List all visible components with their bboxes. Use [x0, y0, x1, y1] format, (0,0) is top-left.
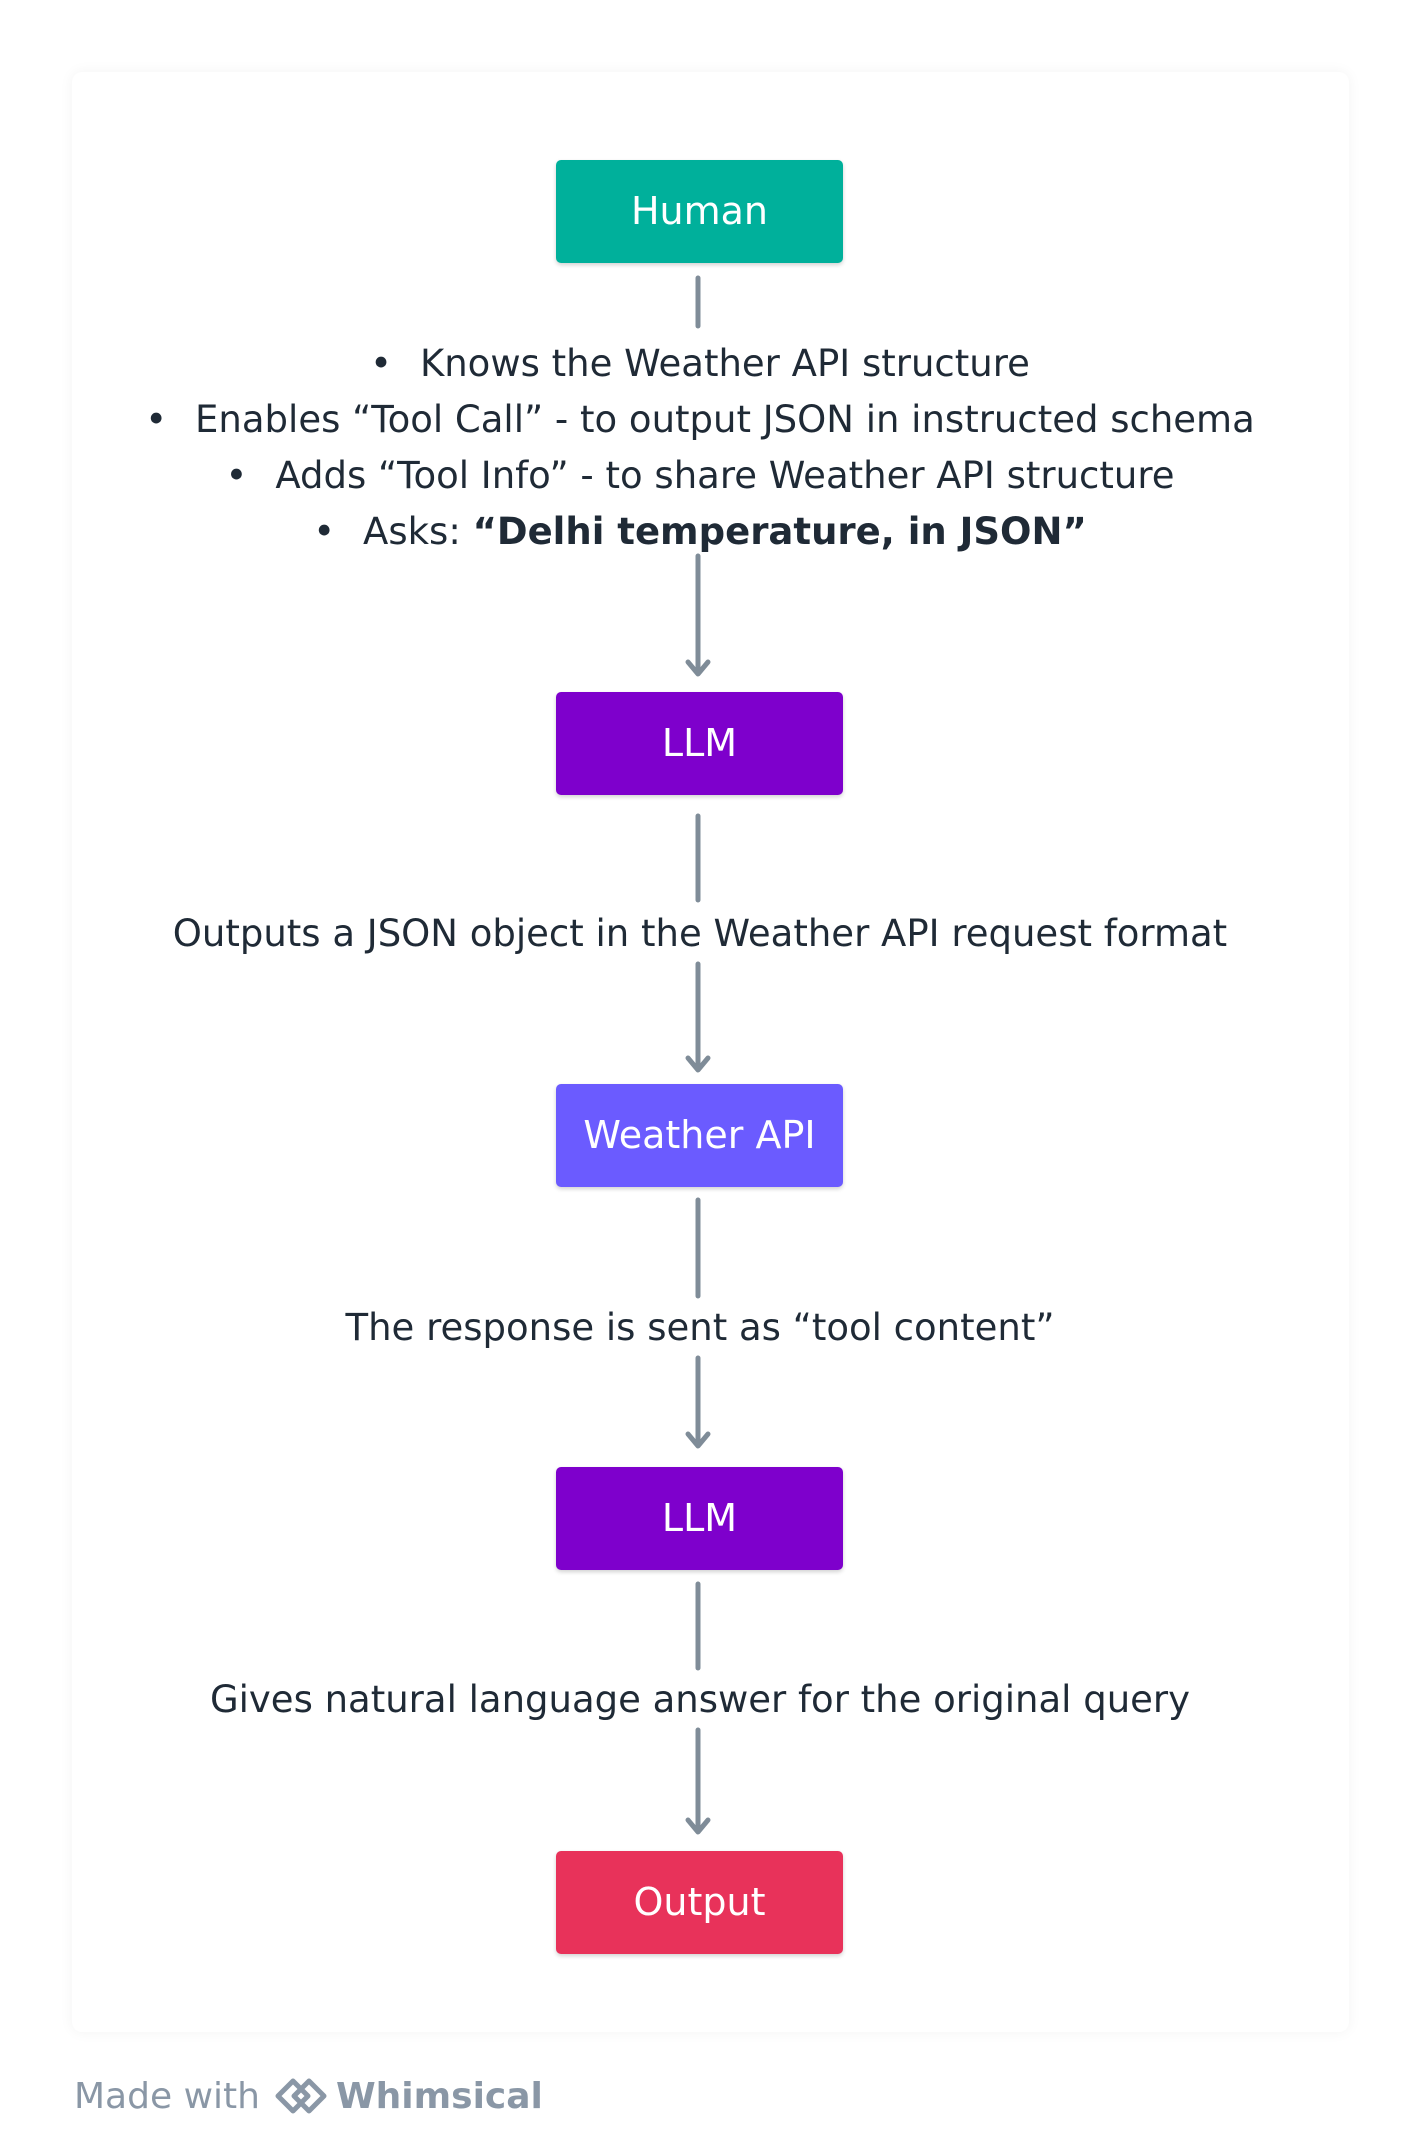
node-llm-2[interactable]: LLM [556, 1467, 843, 1570]
arrowhead-llm2 [685, 1431, 711, 1449]
ask-prefix: Asks: [363, 510, 473, 553]
bullet-dot: • [313, 510, 336, 553]
bullet-dot: • [225, 454, 248, 497]
footer-made-with[interactable]: Made with Whimsical [74, 2070, 543, 2122]
arrowhead-weather [685, 1055, 711, 1073]
ask-query: “Delhi temperature, in JSON” [472, 510, 1087, 553]
bullet-item: • Adds “Tool Info” - to share Weather API… [0, 448, 1400, 504]
edge-label-llm-to-weather: Outputs a JSON object in the Weather API… [172, 912, 1228, 955]
made-with-text: Made with [74, 2075, 260, 2117]
bullet-text: Enables “Tool Call” - to output JSON in … [195, 398, 1255, 441]
bullet-item-ask: • Asks: “Delhi temperature, in JSON” [0, 504, 1400, 560]
node-weather-api[interactable]: Weather API [556, 1084, 843, 1187]
edge-label-llm-to-output: Gives natural language answer for the or… [209, 1678, 1191, 1721]
arrowhead-llm1 [685, 659, 711, 677]
bullet-dot: • [370, 342, 392, 385]
diagram-canvas [72, 72, 1349, 2032]
bullet-item: • Enables “Tool Call” - to output JSON in… [0, 392, 1400, 448]
bullet-dot: • [145, 398, 168, 441]
bullet-item: • Knows the Weather API structure [0, 336, 1400, 392]
node-llm-1[interactable]: LLM [556, 692, 843, 795]
human-to-llm-bullets: • Knows the Weather API structure • Enable… [0, 336, 1400, 560]
arrowhead-output [685, 1817, 711, 1835]
node-human[interactable]: Human [556, 160, 843, 263]
bullet-text: Adds “Tool Info” - to share Weather API … [275, 454, 1175, 497]
whimsical-brand-text: Whimsical [335, 2075, 543, 2117]
bullet-text: Knows the Weather API structure [419, 342, 1030, 385]
whimsical-logo-icon [275, 2078, 327, 2114]
edge-label-weather-to-llm: The response is sent as “tool content” [345, 1306, 1055, 1349]
node-output[interactable]: Output [556, 1851, 843, 1954]
